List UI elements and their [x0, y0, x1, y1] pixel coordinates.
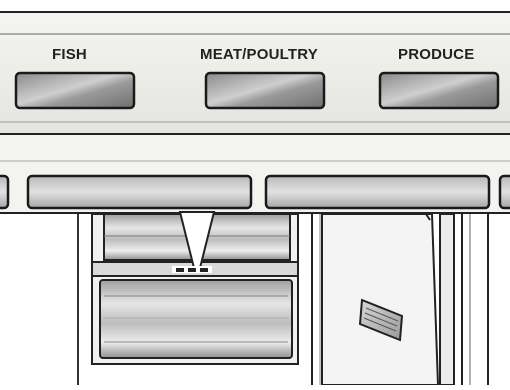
- meat-poultry-button-label: MEAT/POULTRY: [200, 46, 318, 63]
- fish-button[interactable]: [14, 71, 136, 110]
- left-edge-slot: [0, 174, 10, 210]
- lower-crisper-drawer: [99, 279, 293, 359]
- led-indicator-1: [176, 268, 184, 272]
- vent-grille: [358, 298, 404, 342]
- door-panel: [311, 213, 489, 386]
- produce-button[interactable]: [378, 71, 500, 110]
- indicator-slot-left: [26, 174, 253, 210]
- meat-poultry-button[interactable]: [204, 71, 326, 110]
- led-indicator-2: [188, 268, 196, 272]
- fish-button-label: FISH: [52, 46, 87, 63]
- led-indicator-3: [200, 268, 208, 272]
- produce-button-label: PRODUCE: [398, 46, 475, 63]
- control-panel: [0, 0, 510, 135]
- right-edge-slot: [498, 174, 510, 210]
- refrigerator-interior: [0, 213, 510, 385]
- indicator-slot-right: [264, 174, 491, 210]
